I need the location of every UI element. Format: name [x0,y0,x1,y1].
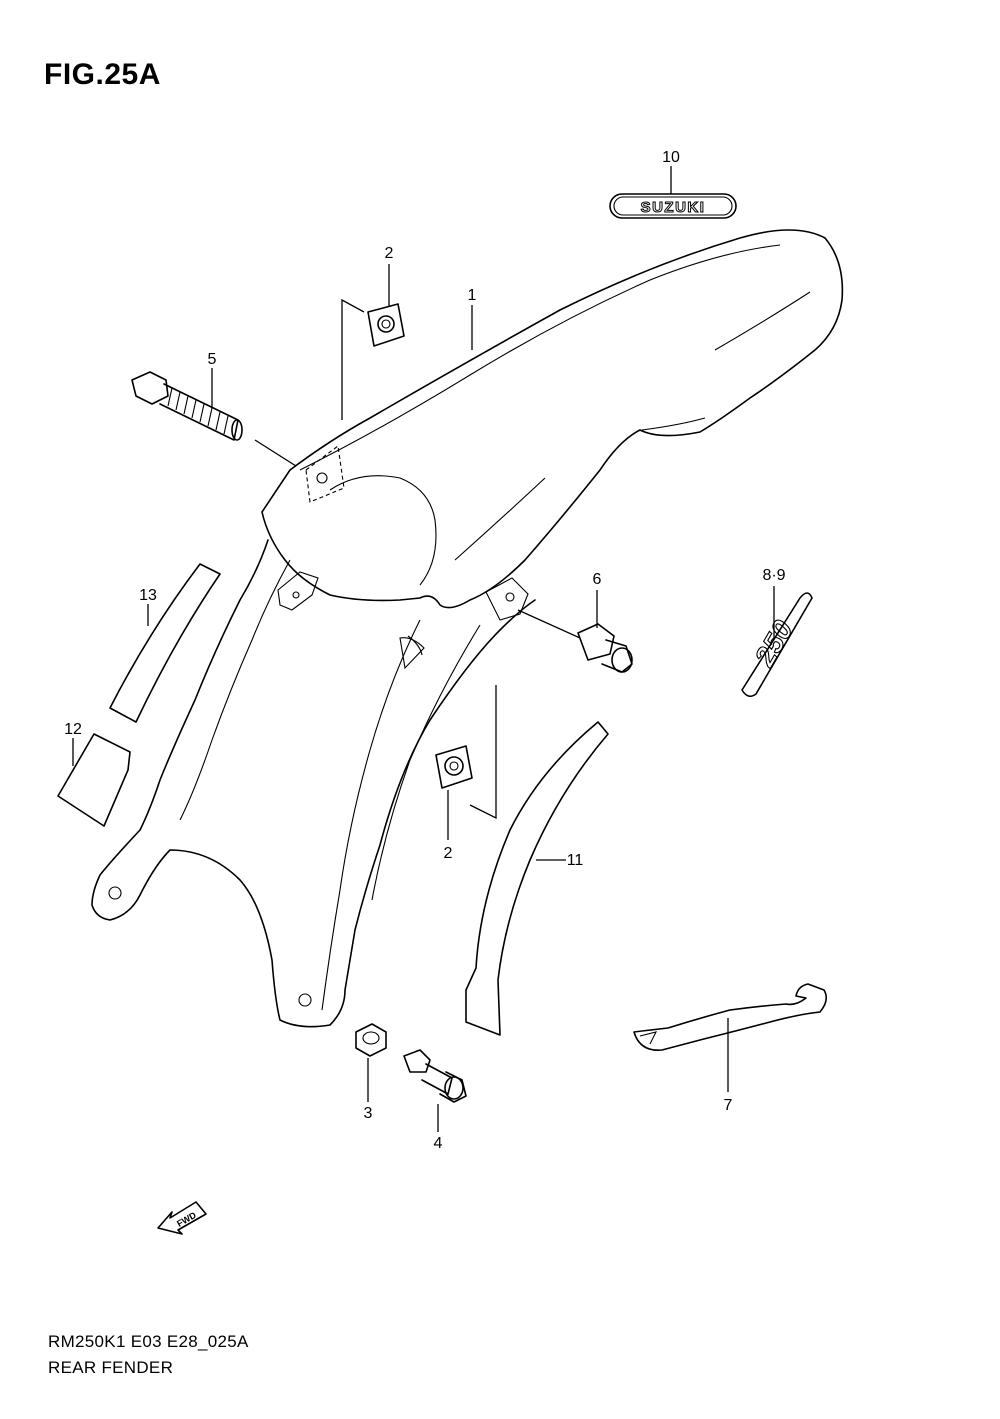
model-code: RM250K1 E03 E28_025A [48,1332,249,1351]
rear-fender-part-1[interactable] [91,229,844,1028]
callout-labels: 1 2 2 3 4 5 6 7 8·9 10 11 12 13 [64,149,786,1152]
callout-6: 6 [593,571,602,588]
bolt-part-5[interactable] [131,371,243,441]
nut-part-3[interactable] [355,1023,387,1057]
callout-8-9: 8·9 [762,567,785,584]
callout-5: 5 [208,351,217,368]
callout-3: 3 [364,1105,373,1122]
cage-nut-part-2-upper[interactable] [367,303,405,347]
fwd-arrow-icon: FWD [157,1201,207,1235]
section-name: REAR FENDER [48,1358,174,1377]
callout-7: 7 [724,1097,733,1114]
suzuki-emblem-part-10[interactable]: SUZUKI [609,193,737,219]
callout-4: 4 [434,1135,443,1152]
leader-lines [72,166,775,1132]
decal-part-13[interactable] [109,563,221,723]
callout-2-lower: 2 [444,845,453,862]
callout-12: 12 [64,721,82,738]
suzuki-emblem-text: SUZUKI [641,199,706,216]
decal-part-12[interactable] [57,733,131,827]
callout-1: 1 [468,287,477,304]
bolt-part-4[interactable] [403,1049,467,1103]
model-emblem-part-8-9[interactable]: 250 [741,592,813,698]
callout-13: 13 [139,587,157,604]
bolt-part-6[interactable] [577,623,633,673]
decal-part-11[interactable] [465,721,609,1036]
figure-title: FIG.25A [44,58,161,91]
cage-nut-part-2-lower[interactable] [435,745,473,789]
callout-2-upper: 2 [385,245,394,262]
callout-10: 10 [662,149,680,166]
wrench-part-7[interactable] [633,983,828,1051]
callout-11: 11 [567,852,584,869]
